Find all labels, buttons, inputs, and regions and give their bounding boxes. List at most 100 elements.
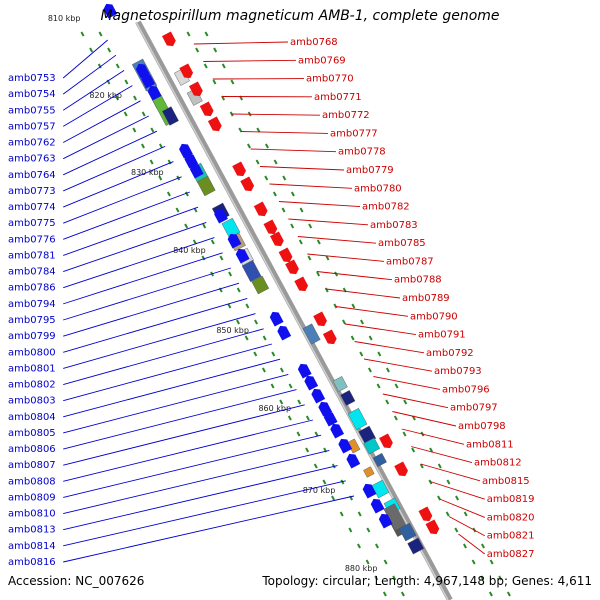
forward-gene-labels: amb0768amb0769amb0770amb0771amb0772amb07…: [290, 37, 534, 560]
forward-gene-label: amb0777: [330, 128, 378, 139]
track-tick: [331, 463, 336, 469]
reverse-gene-arrow: [277, 325, 292, 341]
reverse-pointer-line: [63, 252, 223, 305]
forward-gene-label: amb0779: [346, 165, 394, 176]
track-tick: [445, 511, 450, 517]
reverse-gene-label: amb0803: [8, 396, 56, 407]
track-tick: [201, 255, 206, 261]
kbp-label: 810 kbp: [48, 14, 81, 23]
reverse-pointer-line: [63, 313, 256, 369]
reverse-pointer-line: [62, 70, 125, 111]
forward-gene-arrow: [207, 116, 222, 132]
track-tick: [400, 591, 405, 597]
forward-gene-arrow: [240, 176, 255, 192]
gene-block: [251, 275, 270, 295]
reverse-gene-arrow: [378, 513, 393, 529]
reverse-gene-arrow: [235, 248, 250, 264]
track-tick: [159, 143, 163, 149]
track-tick: [403, 399, 408, 405]
track-tick: [350, 335, 355, 341]
forward-pointer-line: [354, 341, 425, 354]
track-tick: [158, 175, 163, 181]
forward-gene-label: amb0811: [466, 439, 514, 450]
track-tick: [313, 463, 318, 469]
reverse-gene-label: amb0799: [8, 331, 56, 342]
track-tick: [402, 431, 407, 437]
reverse-gene-label: amb0762: [8, 138, 56, 149]
track-tick: [150, 127, 155, 133]
track-tick: [296, 431, 301, 437]
track-tick: [411, 447, 416, 453]
kbp-label: 840 kbp: [173, 246, 206, 255]
track-tick: [195, 47, 200, 53]
track-tick: [446, 479, 451, 485]
reverse-pointer-line: [63, 130, 158, 176]
forward-gene-label: amb0785: [378, 238, 426, 249]
track-tick: [124, 79, 129, 85]
forward-gene-label: amb0787: [386, 256, 434, 267]
forward-pointer-line: [316, 271, 393, 281]
reverse-gene-label: amb0814: [8, 541, 56, 552]
forward-gene-label: amb0778: [338, 147, 386, 158]
reverse-pointer-line: [63, 145, 166, 192]
reverse-pointer-line: [63, 480, 346, 547]
forward-gene-arrow: [179, 63, 194, 79]
track-tick: [333, 303, 338, 309]
forward-gene-arrow: [253, 201, 268, 217]
kbp-label: 870 kbp: [303, 486, 336, 495]
track-tick: [359, 351, 364, 357]
gene-block: [398, 522, 417, 542]
track-tick: [374, 575, 379, 581]
track-tick: [254, 319, 258, 325]
track-tick: [498, 575, 503, 581]
reverse-gene-label: amb0800: [8, 347, 56, 358]
track-tick: [212, 79, 217, 85]
forward-pointer-line: [288, 218, 369, 226]
reverse-pointer-line: [63, 328, 264, 385]
track-tick: [221, 63, 226, 69]
forward-gene-label: amb0796: [442, 384, 490, 395]
forward-gene-label: amb0812: [474, 458, 522, 469]
reverse-pointer-line: [63, 358, 281, 418]
accession-text: Accession: NC_007626: [8, 574, 145, 588]
track-tick: [463, 543, 467, 549]
reverse-pointer-line: [62, 100, 141, 143]
track-tick: [80, 31, 85, 37]
track-tick: [471, 559, 476, 565]
track-tick: [271, 351, 276, 357]
reverse-gene-label: amb0804: [8, 412, 56, 423]
forward-gene-label: amb0780: [354, 183, 402, 194]
track-tick: [236, 319, 240, 325]
track-tick: [115, 63, 120, 69]
reverse-gene-label: amb0775: [8, 218, 56, 229]
track-tick: [175, 207, 180, 213]
forward-gene-label: amb0798: [458, 421, 506, 432]
track-tick: [488, 591, 493, 597]
reverse-pointer-line: [63, 161, 174, 208]
reverse-gene-arrow: [304, 375, 319, 391]
reverse-gene-arrow: [323, 411, 338, 427]
reverse-gene-arrow: [311, 388, 326, 404]
kbp-label: 820 kbp: [89, 91, 122, 100]
track-tick: [393, 415, 398, 421]
reverse-gene-label: amb0810: [8, 509, 56, 520]
track-tick: [89, 47, 94, 53]
track-tick: [290, 191, 295, 197]
track-tick: [392, 575, 397, 581]
track-tick: [298, 239, 303, 245]
forward-gene-arrow: [313, 311, 327, 327]
track-tick: [481, 543, 485, 549]
forward-pointer-line: [363, 358, 433, 372]
reverse-pointer-line: [63, 449, 330, 515]
track-tick: [429, 447, 434, 453]
reverse-pointer-line: [63, 434, 322, 498]
forward-pointer-line: [448, 516, 486, 537]
forward-pointer-line: [297, 236, 377, 244]
track-tick: [115, 95, 120, 101]
reverse-gene-label: amb0806: [8, 444, 56, 455]
reverse-pointer-line: [63, 237, 215, 289]
reverse-gene-label: amb0794: [8, 299, 56, 310]
reverse-pointer-line: [63, 191, 190, 240]
reverse-gene-label: amb0813: [8, 525, 56, 536]
